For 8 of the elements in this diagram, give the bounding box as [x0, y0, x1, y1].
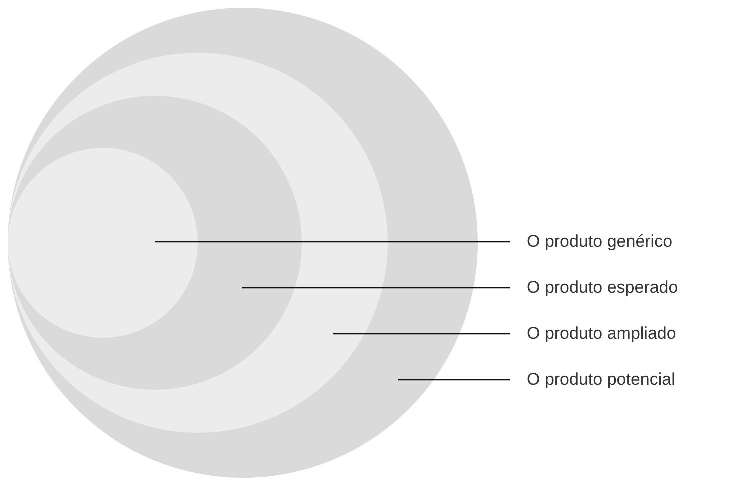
leader-label: O produto ampliado	[527, 323, 676, 345]
leader-label: O produto genérico	[527, 231, 673, 253]
leader-line	[333, 333, 510, 335]
leader-line	[398, 379, 510, 381]
leader-label: O produto potencial	[527, 369, 676, 391]
leader-label: O produto esperado	[527, 277, 678, 299]
leader-line	[155, 241, 510, 243]
leader-line	[242, 287, 510, 289]
